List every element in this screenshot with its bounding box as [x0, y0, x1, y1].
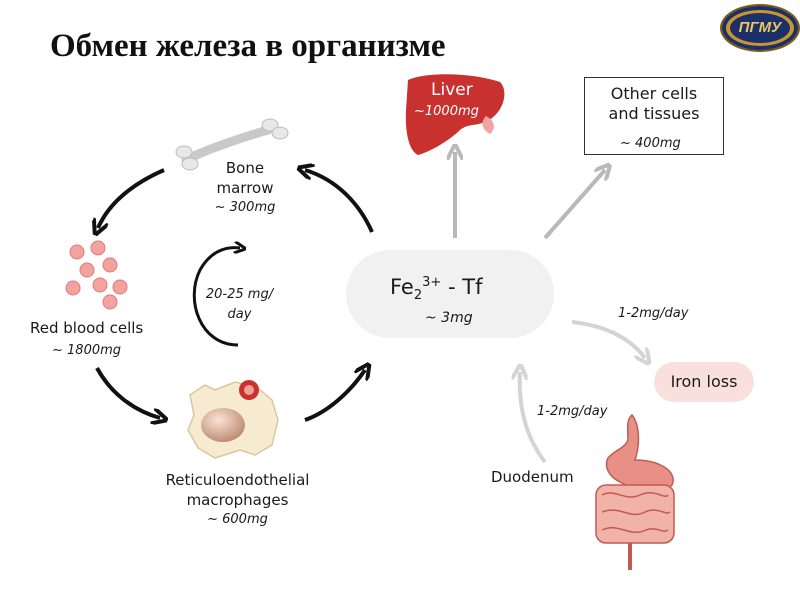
- liver-icon: [405, 74, 505, 155]
- logo-text: ПГМУ: [730, 13, 790, 43]
- arrow-transferrin-to-bone: [305, 170, 374, 233]
- duodenum-label: Duodenum: [491, 468, 574, 486]
- page-title: Обмен железа в организме: [50, 28, 446, 64]
- arrow-duodenum-to-transferrin: [520, 372, 547, 464]
- arrow-bone-to-rbc: [98, 168, 165, 228]
- university-logo: ПГМУ: [720, 4, 800, 52]
- liver-amount: ~1000mg: [414, 104, 479, 119]
- liver-label: Liver: [431, 80, 473, 100]
- cycle-rate-label: 20-25 mg/ day: [205, 287, 274, 322]
- red-blood-cells-amount: ~ 1800mg: [52, 343, 122, 358]
- duodenum-icon: [595, 413, 675, 570]
- macrophage-icon: [187, 380, 279, 459]
- transferrin-pool-box: [346, 250, 554, 338]
- other-cells-label: Other cells and tissues: [608, 84, 700, 123]
- arrow-to-other-cells: [543, 170, 605, 240]
- bone-icon: [175, 118, 289, 171]
- iron-loss-label: Iron loss: [670, 372, 738, 391]
- iron-loss-rate: 1-2mg/day: [618, 306, 689, 321]
- red-blood-cells-label: Red blood cells: [30, 319, 144, 337]
- arrow-macrophages-to-transferrin: [304, 370, 365, 422]
- bone-marrow-label: Bone marrow ~ 300mg: [214, 159, 276, 215]
- transferrin-formula: Fe23+ - Tf: [390, 275, 483, 304]
- arrow-rbc-to-macrophages: [95, 367, 160, 418]
- iron-loss-box: [654, 362, 754, 402]
- macrophages-label: Reticuloendothelial macrophages ~ 600mg: [165, 471, 310, 527]
- other-cells-box: [584, 77, 724, 155]
- arrow-to-iron-loss: [571, 320, 645, 358]
- other-cells-amount: ~ 400mg: [620, 136, 681, 151]
- transferrin-amount: ~ 3mg: [425, 310, 473, 326]
- red-blood-cells-icon: [65, 240, 128, 310]
- arrow-inner-cycle: [192, 248, 240, 347]
- duodenum-rate: 1-2mg/day: [537, 404, 608, 419]
